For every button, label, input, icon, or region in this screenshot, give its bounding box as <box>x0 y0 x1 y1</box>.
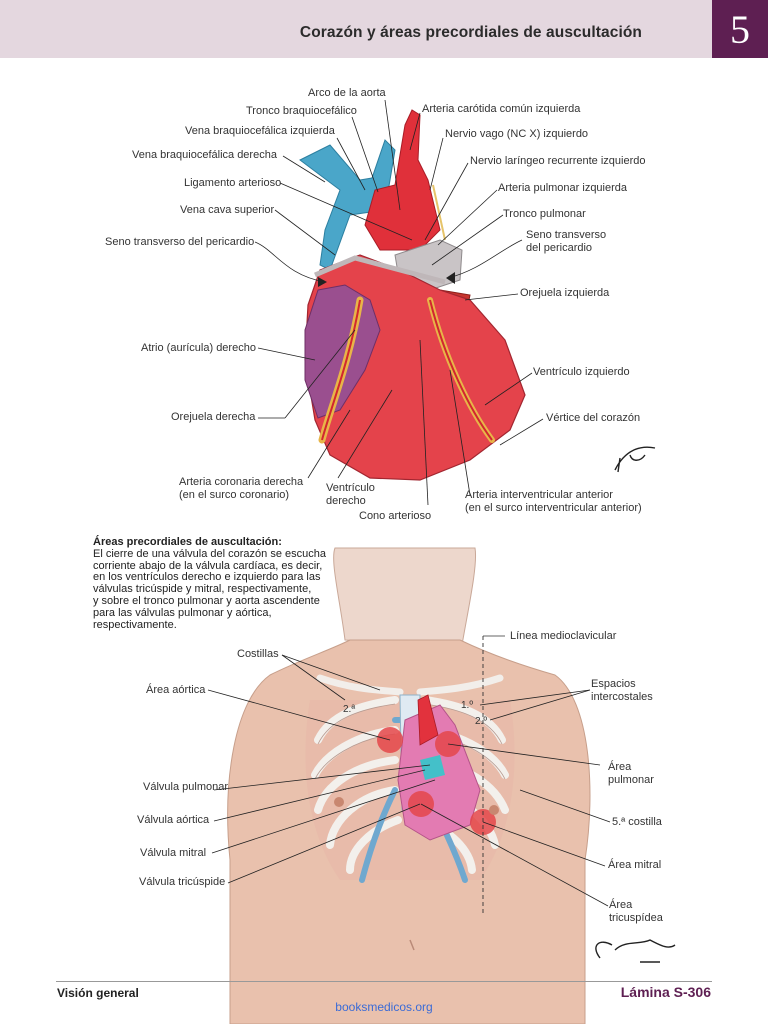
label-tronco-braquiocefalico: Tronco braquiocefálico <box>246 105 357 117</box>
label-interventricular-anterior: Arteria interventricular anterior (en el… <box>465 489 642 514</box>
label-costillas: Costillas <box>237 648 279 660</box>
label-arteria-pulmonar-izquierda: Arteria pulmonar izquierda <box>498 182 628 194</box>
label-vena-braquiocefalica-izquierda: Vena braquiocefálica izquierda <box>185 125 335 137</box>
label-area-pulmonar: Área pulmonar <box>608 761 654 786</box>
label-atrio-derecho: Atrio (aurícula) derecho <box>141 342 256 354</box>
label-vena-braquiocefalica-derecha: Vena braquiocefálica derecha <box>132 149 277 161</box>
label-linea-medioclavicular: Línea medioclavicular <box>510 630 617 642</box>
vagus-nerve <box>432 184 446 241</box>
label-arco-aorta: Arco de la aorta <box>308 87 386 99</box>
header-bar: Corazón y áreas precordiales de ausculta… <box>0 0 712 58</box>
page-title: Corazón y áreas precordiales de ausculta… <box>299 24 642 41</box>
intro-text: El cierre de una válvula del corazón se … <box>93 547 326 631</box>
pericardial-rim <box>314 255 446 285</box>
label-valvula-pulmonar: Válvula pulmonar <box>143 781 228 793</box>
nipple-left <box>489 805 499 815</box>
right-atrium <box>304 284 381 419</box>
chest-illustration <box>207 547 611 1024</box>
label-seno-transverso-izq: Seno transverso del pericardio <box>105 236 255 248</box>
label-ventriculo-derecho: Ventrículo derecho <box>326 482 375 507</box>
neck <box>333 547 477 646</box>
clavicles <box>316 674 504 696</box>
label-area-aortica: Área aórtica <box>146 684 206 696</box>
netter-signature <box>614 446 656 473</box>
aortic-arch <box>364 109 441 251</box>
label-area-tricuspidea: Área tricuspídea <box>609 899 663 924</box>
label-arteria-carotida: Arteria carótida común izquierda <box>422 103 581 115</box>
label-arteria-coronaria-derecha: Arteria coronaria derecha (en el surco c… <box>179 476 304 501</box>
label-space-2: 2.º <box>475 716 487 727</box>
label-rib-2: 2.ª <box>343 704 356 715</box>
footer-section: Visión general <box>57 986 139 1000</box>
label-cono-arterioso: Cono arterioso <box>359 510 432 522</box>
label-nervio-vago: Nervio vago (NC X) izquierdo <box>445 128 589 140</box>
intro-title: Áreas precordiales de auscultación: <box>93 536 282 548</box>
arrow-right <box>446 272 455 284</box>
navel <box>409 939 415 951</box>
chest-aorta <box>417 694 439 746</box>
label-valvula-tricuspide: Válvula tricúspide <box>139 876 226 888</box>
label-quinta-costilla: 5.ª costilla <box>612 816 662 828</box>
label-tronco-pulmonar: Tronco pulmonar <box>503 208 586 220</box>
label-espacios-intercostales: Espacios intercostales <box>591 678 653 703</box>
heart-leader-lines <box>254 99 544 506</box>
label-ligamento-arterioso: Ligamento arterioso <box>184 177 282 189</box>
label-space-1: 1.º <box>461 700 473 711</box>
chapter-tab: 5 <box>712 0 768 58</box>
label-orejuela-izquierda: Orejuela izquierda <box>520 287 610 299</box>
label-valvula-aortica: Válvula aórtica <box>137 814 210 826</box>
label-vena-cava-superior: Vena cava superior <box>180 204 275 216</box>
machado-signature <box>595 939 676 963</box>
label-area-mitral: Área mitral <box>608 859 662 871</box>
chapter-number: 5 <box>730 7 750 52</box>
chest-leader-lines <box>207 654 611 907</box>
footer-divider <box>56 981 712 982</box>
arrow-left <box>318 277 327 287</box>
label-nervio-laringeo: Nervio laríngeo recurrente izquierdo <box>470 155 646 167</box>
footer-plate-number: Lámina S-306 <box>620 984 711 1000</box>
nipple-right <box>334 797 344 807</box>
footer-link[interactable]: booksmedicos.org <box>335 1000 433 1014</box>
label-seno-transverso-der: Seno transverso del pericardio <box>526 229 607 254</box>
label-ventriculo-izquierdo: Ventrículo izquierdo <box>533 366 630 378</box>
auscultation-intro: Áreas precordiales de auscultación: El c… <box>93 536 343 631</box>
ribs <box>311 696 509 874</box>
label-orejuela-derecha: Orejuela derecha <box>171 411 256 423</box>
heart-illustration <box>254 99 544 506</box>
label-valvula-mitral: Válvula mitral <box>140 847 207 859</box>
chest-valves <box>420 755 445 780</box>
label-vertice: Vértice del corazón <box>546 412 641 424</box>
